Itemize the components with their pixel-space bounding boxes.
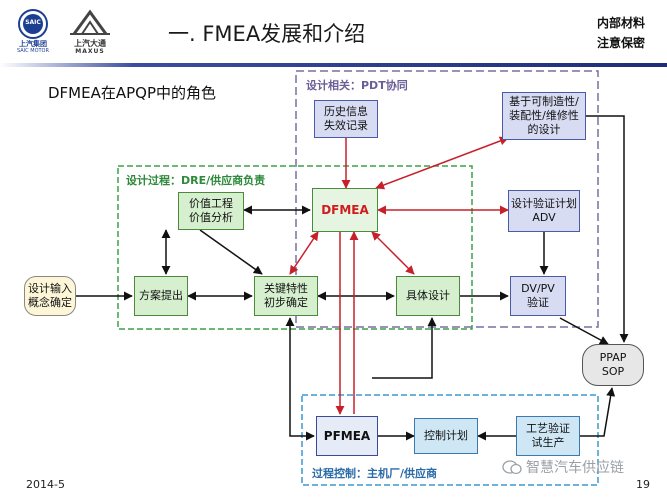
page-title: 一. FMEA发展和介绍 (168, 22, 366, 46)
maxus-logo-en: MAXUS (75, 48, 105, 55)
diagram-subtitle: DFMEA在APQP中的角色 (48, 84, 217, 102)
saic-logo-mark: SAIC (25, 19, 41, 26)
node-value-engineering: 价值工程 价值分析 (178, 192, 244, 230)
maxus-logo-cn: 上汽大通 (74, 39, 106, 48)
arrow-dfmea-dfm (375, 136, 509, 190)
arrow-dvpv-ppap (559, 317, 609, 345)
node-dfm: 基于可制造性/ 装配性/维修性 的设计 (502, 92, 586, 140)
node-key-characteristics: 关键特性 初步确定 (254, 276, 318, 316)
pdt-region (295, 70, 599, 328)
saic-logo-icon (18, 9, 48, 39)
confidential-line-2: 注意保密 (596, 36, 645, 50)
saic-logo-cn: 上汽集团 (19, 40, 47, 48)
arrow-value-key (199, 229, 263, 275)
node-pfmea: PFMEA (316, 416, 378, 456)
maxus-logo-icon (70, 9, 110, 35)
maxus-logo: 上汽大通 MAXUS (64, 8, 116, 56)
saic-logo-en: SAIC MOTOR (17, 48, 49, 54)
arrow-dfm-ppap (586, 115, 629, 343)
node-dvp: 设计验证计划 ADV (508, 190, 580, 232)
arrow-key-pfmea (285, 317, 315, 441)
watermark-text: 智慧汽车供应链 (526, 460, 624, 476)
node-design-input: 设计输入 概念确定 (24, 276, 76, 316)
node-ppap-sop: PPAP SOP (582, 344, 644, 386)
plant-region-label: 过程控制：主机厂/供应商 (312, 467, 438, 480)
watermark: 智慧汽车供应链 (502, 457, 624, 477)
chat-bubble-icon (502, 460, 522, 475)
confidential-line-1: 内部材料 (596, 16, 645, 30)
node-process-validation: 工艺验证 试生产 (516, 416, 580, 456)
node-dvpv: DV/PV 验证 (510, 276, 566, 316)
saic-logo: SAIC 上汽集团 SAIC MOTOR (10, 8, 56, 54)
arrow-validation-ppap (580, 387, 616, 437)
node-control-plan: 控制计划 (414, 418, 478, 454)
plant-region (301, 394, 599, 486)
node-history: 历史信息 失效记录 (314, 100, 378, 138)
node-dfmea: DFMEA (312, 188, 378, 232)
arrow-detail-pfmea (372, 317, 437, 379)
footer-date: 2014-5 (26, 478, 65, 491)
node-detail-design: 具体设计 (396, 276, 460, 316)
dre-region-label: 设计过程：DRE/供应商负责 (126, 174, 266, 187)
pdt-region-label: 设计相关：PDT协同 (306, 79, 408, 92)
arrow-dfmea-detail (371, 231, 415, 275)
header-bar (0, 63, 667, 67)
node-concept: 方案提出 (134, 276, 188, 316)
page-number: 19 (636, 478, 650, 491)
arrow-dfmea-key (289, 231, 319, 275)
